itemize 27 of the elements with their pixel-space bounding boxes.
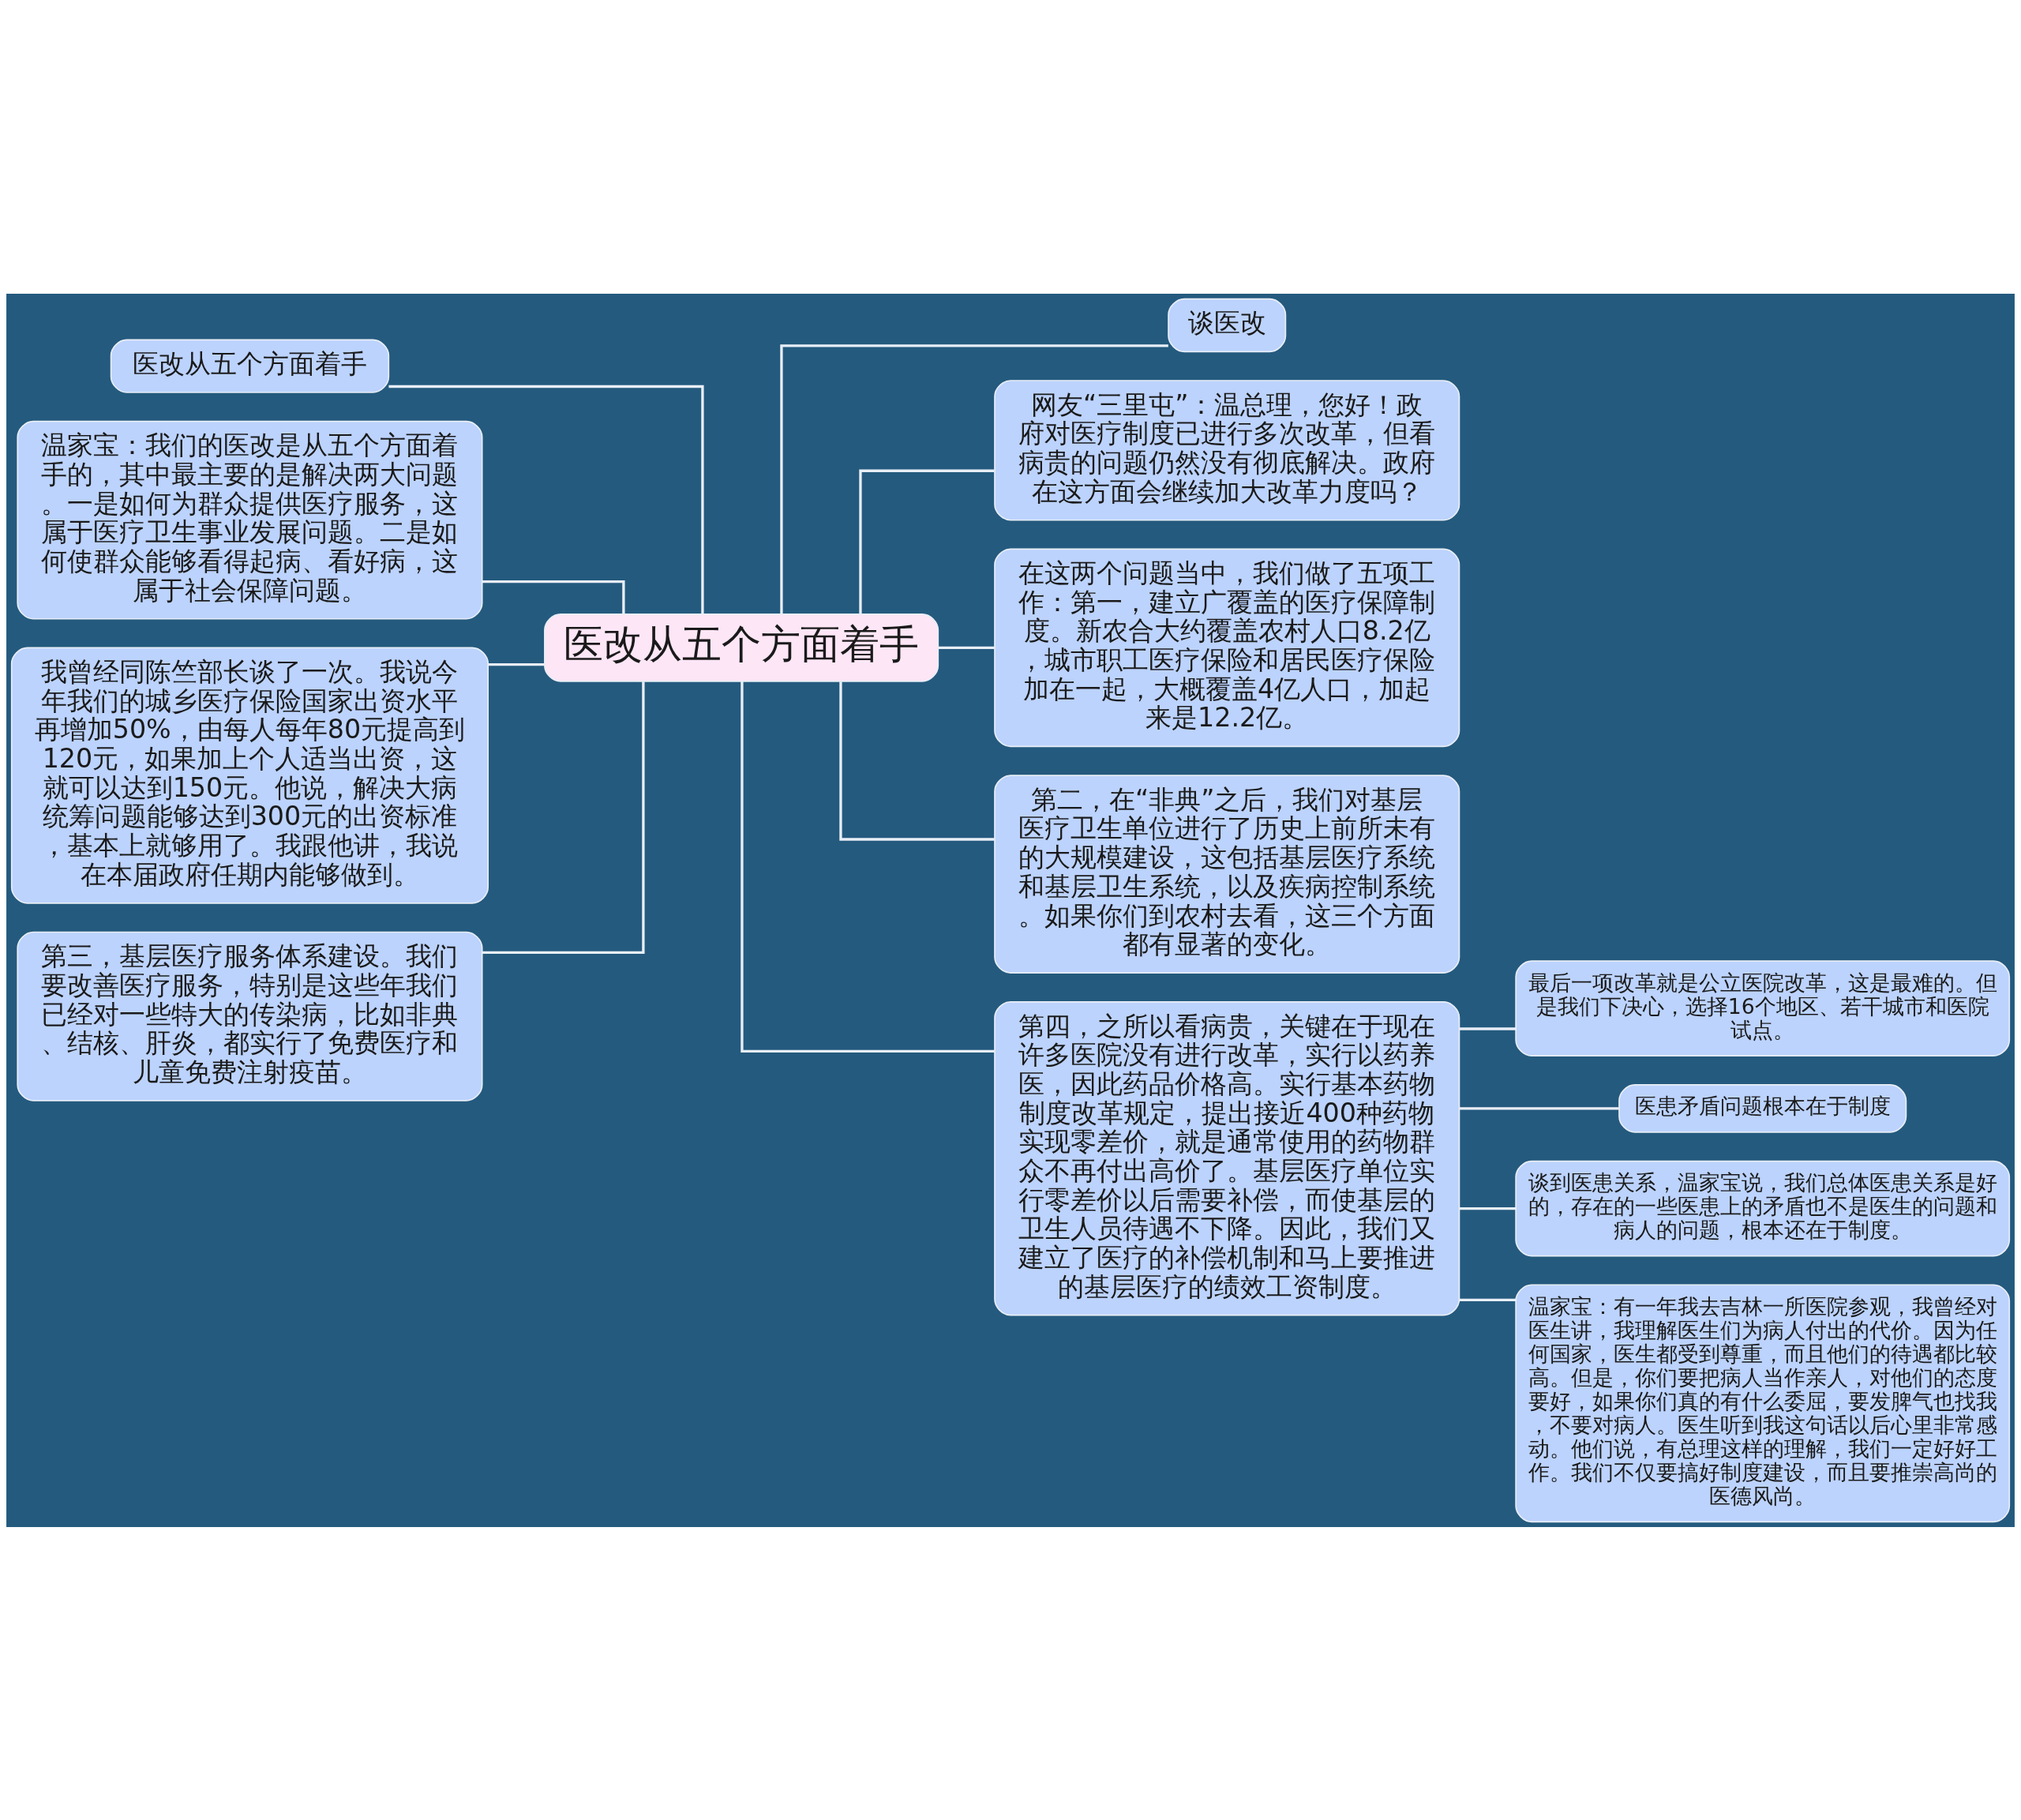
connector [482, 580, 625, 614]
node-box: 谈到医患关系，温家宝说，我们总体医患关系是好的，存在的一些医患上的矛盾也不是医生的问题和病人的问题，根本还在于制度。 [1515, 1160, 2011, 1256]
connector [741, 681, 995, 1053]
node-box: 医患矛盾问题根本在于制度 [1618, 1083, 1907, 1133]
node-box: 我曾经同陈竺部长谈了一次。我说今年我们的城乡医疗保险国家出资水平再增加50%，由每人每年80元提高到120元，如果加上个人适当出资，这就可以达到150元。他说，解决大病统筹问题能够达到300元的出资标准，基本上就够用了。我跟他讲，我说在本届政府任期内能够做到。 [10, 647, 489, 904]
node-box: 第四，之所以看病贵，关键在于现在许多医院没有进行改革，实行以药养医，因此药品价格高。实行基本药物制度改革规定，提出接近400种药物实现零差价，就是通常使用的药物群众不再付出高价了。基层医疗单位实行零差价以后需要补偿，而使基层的卫生人员待遇不下降。因此，我们又建立了医疗的补偿机制和马上要推进的基层医疗的绩效工资制度。 [994, 1000, 1460, 1315]
node-box: 温家宝：我们的医改是从五个方面着手的，其中最主要的是解决两大问题。一是如何为群众提供医疗服务，这属于医疗卫生事业发展问题。二是如何使群众能够看得起病、看好病，这属于社会保障问题。 [17, 420, 483, 620]
connector [839, 681, 995, 841]
connector [1459, 1298, 1517, 1301]
node-box: 在这两个问题当中，我们做了五项工作：第一，建立广覆盖的医疗保障制度。新农合大约覆盖农村人口8.2亿，城市职工医疗保险和居民医疗保险加在一起，大概覆盖4亿人口，加起来是12.2亿。 [994, 548, 1460, 747]
node-box: 医改从五个方面着手 [110, 339, 390, 393]
node-box: 最后一项改革就是公立医院改革，这是最难的。但是我们下决心，选择16个地区、若干城市和医院试点。 [1515, 959, 2011, 1056]
connector [1459, 1206, 1517, 1210]
connector [488, 662, 545, 666]
node-box: 谈医改 [1168, 298, 1287, 352]
connector [482, 681, 645, 954]
node-box: 网友“三里屯”：温总理，您好！政府对医疗制度已进行多次改革，但看病贵的问题仍然没有彻底解决。政府在这方面会继续加大改革力度吗？ [994, 379, 1460, 521]
connector [1459, 1106, 1619, 1110]
node-box: 第二，在“非典”之后，我们对基层医疗卫生单位进行了历史上前所未有的大规模建设，这包括基层医疗系统和基层卫生系统，以及疾病控制系统。如果你们到农村去看，这三个方面都有显著的变化。 [994, 774, 1460, 974]
connector [388, 385, 704, 614]
connector [859, 469, 995, 614]
connector [780, 343, 1168, 614]
connector [938, 646, 995, 649]
node-box: 第三，基层医疗服务体系建设。我们要改善医疗服务，特别是这些年我们已经对一些特大的传染病，比如非典、结核、肝炎，都实行了免费医疗和儿童免费注射疫苗。 [17, 931, 483, 1101]
node-box: 医改从五个方面着手 [544, 613, 939, 682]
node-box: 温家宝：有一年我去吉林一所医院参观，我曾经对医生讲，我理解医生们为病人付出的代价。因为任何国家，医生都受到尊重，而且他们的待遇都比较高。但是，你们要把病人当作亲人，对他们的态度要好，如果你们真的有什么委屈，要发脾气也找我，不要对病人。医生听到我这句话以后心里非常感动。他们说，有总理这样的理解，我们一定好好工作。我们不仅要搞好制度建设，而且要推崇高尚的医德风尚。 [1515, 1283, 2011, 1522]
connector [1459, 1026, 1517, 1030]
